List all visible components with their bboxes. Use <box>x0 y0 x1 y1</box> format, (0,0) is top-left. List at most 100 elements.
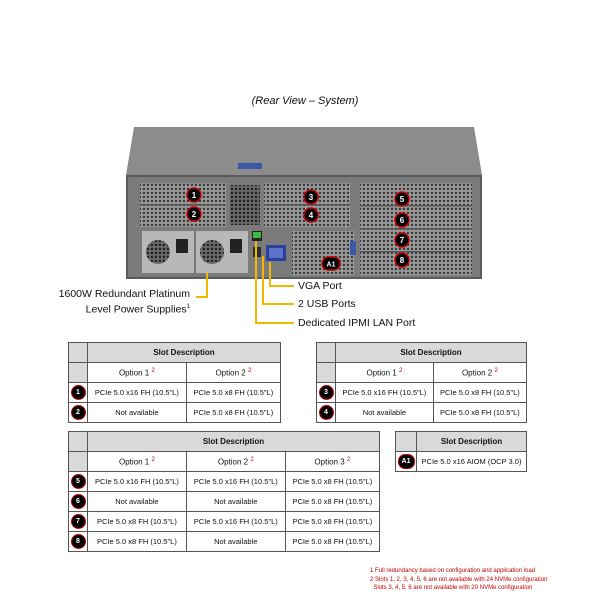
table-row: A1 PCIe 5.0 x16 AIOM (OCP 3.0) <box>395 451 527 472</box>
table-cell: PCIe 5.0 x16 FH (10.5"L) <box>185 471 286 492</box>
table-cell: PCIe 5.0 x16 FH (10.5"L) <box>87 471 187 492</box>
table-row: 5 PCIe 5.0 x16 FH (10.5"L) PCIe 5.0 x16 … <box>68 471 381 492</box>
slot-table-2: Slot Description Option 1 2 Option 2 2 3… <box>316 342 528 423</box>
psu-callout-sup: 1 <box>186 304 190 310</box>
slot-badge: 2 <box>70 405 86 420</box>
slot-badge-a1: A1 <box>321 256 341 271</box>
table-title: Slot Description <box>416 431 527 452</box>
option-header-sup: 2 <box>250 456 254 463</box>
option-header: Option 1 2 <box>87 362 187 383</box>
option-header-text: Option 2 <box>215 368 246 378</box>
option-header: Option 2 2 <box>185 362 282 383</box>
slot-badge: 5 <box>70 474 86 489</box>
slot-badge-4-text: 4 <box>309 211 314 220</box>
table-cell: Not available <box>87 402 187 423</box>
table-row: 8 PCIe 5.0 x8 FH (10.5"L) Not available … <box>68 531 381 552</box>
server-rear-image: 1 2 3 4 5 6 7 8 <box>126 127 482 279</box>
slot-badge-7-text: 7 <box>400 236 405 245</box>
slot-number-cell: A1 <box>395 451 417 472</box>
table-cell: PCIe 5.0 x16 AIOM (OCP 3.0) <box>416 451 527 472</box>
option-header-sup: 2 <box>398 367 403 374</box>
usb-port-shape <box>253 247 261 257</box>
slot-badge: 7 <box>70 514 86 529</box>
slot-number-cell: 2 <box>68 402 88 423</box>
slot-number-cell: 7 <box>68 511 88 532</box>
slot-badge-6: 6 <box>394 212 410 228</box>
option-header-text: Option 2 <box>461 368 493 378</box>
table-corner <box>68 342 88 363</box>
slot-badge-1-text: 1 <box>192 191 197 200</box>
table-cell: PCIe 5.0 x8 FH (10.5"L) <box>185 402 282 423</box>
footnote: 2 Slots 1, 2, 3, 4, 5, 6 are not availab… <box>370 576 548 583</box>
cover-latch <box>238 163 262 169</box>
table-row: 7 PCIe 5.0 x8 FH (10.5"L) PCIe 5.0 x16 F… <box>68 511 381 532</box>
option-header-text: Option 2 <box>217 457 249 467</box>
slot-badge: 3 <box>318 385 334 400</box>
slot-badge: A1 <box>397 454 415 469</box>
slot-badge-8-text: 8 <box>400 256 405 265</box>
table-cell: Not available <box>185 491 286 512</box>
usb-callout-label: 2 USB Ports <box>298 298 356 310</box>
slot-table-3: Slot Description Option 1 2 Option 2 2 O… <box>68 431 381 552</box>
slot-badge: 8 <box>70 534 86 549</box>
slot-badge: 1 <box>70 385 86 400</box>
slot-badge-7: 7 <box>394 232 410 248</box>
table-cell: PCIe 5.0 x8 FH (10.5"L) <box>432 402 528 423</box>
table-title: Slot Description <box>87 342 281 363</box>
table-row: 3 PCIe 5.0 x16 FH (10.5"L) PCIe 5.0 x8 F… <box>316 382 528 403</box>
option-header-text: Option 3 <box>314 457 345 467</box>
vga-callout-label: VGA Port <box>298 280 342 292</box>
table-cell: PCIe 5.0 x8 FH (10.5"L) <box>284 471 381 492</box>
table-cell: Not available <box>335 402 434 423</box>
footnote: 1 Full redundancy based on configuration… <box>370 568 536 574</box>
slot-badge-1: 1 <box>186 187 202 203</box>
slot-badge-8: 8 <box>394 252 410 268</box>
table-cell: PCIe 5.0 x16 FH (10.5"L) <box>185 511 286 532</box>
option-header-sup: 2 <box>247 367 252 374</box>
table-header-blank <box>68 451 88 472</box>
slot-badge-a1-text: A1 <box>327 262 336 269</box>
slot-table-4: Slot Description A1 PCIe 5.0 x16 AIOM (O… <box>395 431 527 472</box>
table-cell: Not available <box>87 491 187 512</box>
slot-badge-2-text: 2 <box>192 210 197 219</box>
table-cell: PCIe 5.0 x8 FH (10.5"L) <box>284 511 381 532</box>
table-corner <box>68 431 88 452</box>
slot-number-cell: 3 <box>316 382 336 403</box>
slot-badge-6-text: 6 <box>400 216 405 225</box>
server-chassis-drawing: 1 2 3 4 5 6 7 8 <box>126 127 482 279</box>
table-row: 1 PCIe 5.0 x16 FH (10.5"L) PCIe 5.0 x8 F… <box>68 382 282 403</box>
table-header-blank <box>316 362 336 383</box>
slot-number-cell: 4 <box>316 402 336 423</box>
slot-badge-5: 5 <box>394 191 410 207</box>
table-row: 4 Not available PCIe 5.0 x8 FH (10.5"L) <box>316 402 528 423</box>
table-corner <box>316 342 336 363</box>
option-header-sup: 2 <box>346 456 351 463</box>
option-header-text: Option 1 <box>119 457 150 467</box>
table-cell: PCIe 5.0 x8 FH (10.5"L) <box>87 531 187 552</box>
slot-number-cell: 5 <box>68 471 88 492</box>
psu-callout-label: 1600W Redundant Platinum Level Power Sup… <box>40 288 190 317</box>
footnote: Slots 3, 4, 5, 6 are not available with … <box>370 585 533 591</box>
slot-badge-3: 3 <box>303 189 319 205</box>
table-row: 6 Not available Not available PCIe 5.0 x… <box>68 491 381 512</box>
psu-callout-line1: 1600W Redundant Platinum <box>58 288 190 300</box>
option-header: Option 1 2 <box>87 451 187 472</box>
table-cell: PCIe 5.0 x8 FH (10.5"L) <box>185 382 282 403</box>
table-cell: PCIe 5.0 x8 FH (10.5"L) <box>432 382 528 403</box>
top-cover <box>126 127 482 175</box>
option-header-text: Option 1 <box>118 368 150 378</box>
slot-number-cell: 1 <box>68 382 88 403</box>
slot-badge: 4 <box>318 405 334 420</box>
aiom-bay <box>292 231 354 275</box>
option-header: Option 2 2 <box>432 362 528 383</box>
table-title: Slot Description <box>87 431 380 452</box>
psu-callout-line2-text: Level Power Supplies <box>85 303 187 316</box>
option-header-text: Option 1 <box>366 368 397 378</box>
slot-badge: 6 <box>70 494 86 509</box>
option-header: Option 1 2 <box>335 362 434 383</box>
slot-badge-3-text: 3 <box>309 193 314 202</box>
table-header-blank <box>68 362 88 383</box>
ipmi-callout-label: Dedicated IPMI LAN Port <box>298 317 416 329</box>
table-corner <box>395 431 417 452</box>
table-cell: PCIe 5.0 x8 FH (10.5"L) <box>87 511 187 532</box>
